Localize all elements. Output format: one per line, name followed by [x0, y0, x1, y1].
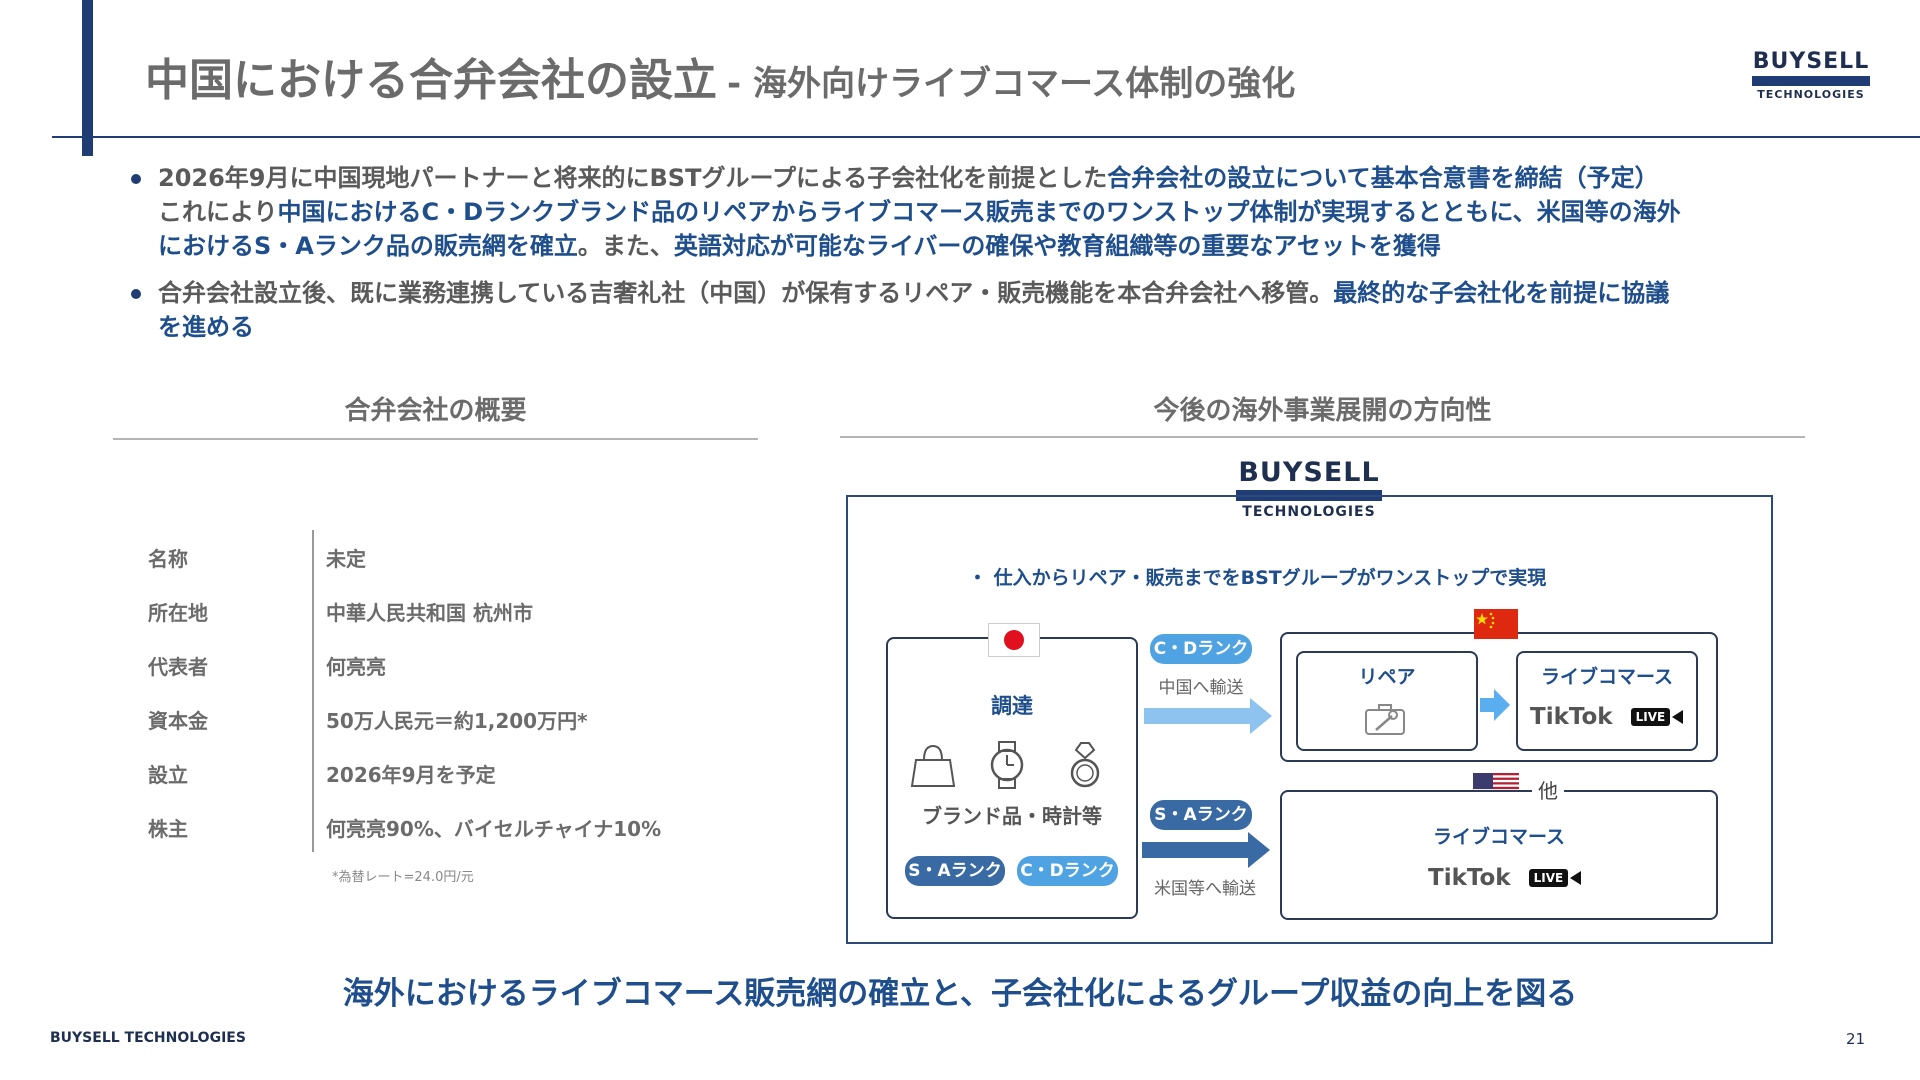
page-subtitle: - 海外向けライブコマース体制の強化	[727, 64, 1296, 104]
bullet-1-text: これにより	[158, 198, 278, 226]
ship-to-us-caption: 米国等へ輸送	[1154, 879, 1256, 899]
footer-brand: BUYSELL TECHNOLOGIES	[50, 1030, 246, 1046]
flow-arrow-icon	[1480, 689, 1510, 721]
jv-overview-heading: 合弁会社の概要	[344, 396, 527, 426]
bullet-1-text: 。また、	[577, 232, 674, 260]
live-icon: LIVE	[1630, 708, 1684, 726]
table-value-established: 2026年9月を予定	[326, 763, 496, 787]
table-label-established: 設立	[148, 763, 188, 787]
ring-icon	[1070, 742, 1100, 788]
bullet-dot	[131, 289, 141, 299]
table-label-name: 名称	[148, 547, 188, 571]
jv-overview-rule	[113, 438, 758, 440]
sa-rank-pill: S・Aランク	[905, 856, 1005, 886]
table-value-representative: 何亮亮	[326, 655, 386, 679]
company-logo: BUYSELL TECHNOLOGIES	[1752, 50, 1870, 101]
live-badge: LIVE	[1630, 708, 1671, 726]
table-value-location: 中華人民共和国 杭州市	[326, 601, 533, 625]
bullet-1-text: 2026年9月に中国現地パートナーと将来的にBSTグループによる子会社化を前提と…	[158, 164, 1108, 192]
table-label-shareholders: 株主	[148, 817, 188, 841]
page-number: 21	[1846, 1030, 1866, 1048]
us-tiktok-live: TikTok LIVE	[1428, 865, 1582, 891]
arrow-to-china-icon	[1144, 698, 1272, 734]
handbag-icon	[910, 744, 956, 787]
sa-rank-arrow-pill: S・Aランク	[1150, 800, 1252, 830]
live-triangle	[1672, 710, 1684, 724]
logo-subtext: TECHNOLOGIES	[1242, 504, 1376, 520]
conclusion-statement: 海外におけるライブコマース販売網の確立と、子会社化によるグループ収益の向上を図る	[342, 976, 1578, 1012]
watch-icon	[990, 741, 1024, 789]
bullet-1-highlight: におけるS・Aランク品の販売網を確立	[158, 232, 578, 260]
logo-wordmark: BUYSELL	[1238, 457, 1380, 488]
header-accent-bar	[82, 0, 93, 156]
exchange-rate-note: *為替レート=24.0円/元	[332, 870, 474, 885]
us-live-commerce-label: ライブコマース	[1432, 826, 1566, 848]
ship-to-china-caption: 中国へ輸送	[1158, 678, 1244, 698]
bullet-2-highlight: を進める	[158, 313, 254, 341]
repair-tools-icon	[1365, 704, 1405, 735]
bullet-1-highlight: 合弁会社の設立について基本合意書を締結（予定）	[1107, 164, 1659, 192]
live-triangle	[1570, 871, 1582, 885]
header-divider	[52, 136, 1920, 138]
repair-label: リペア	[1358, 666, 1416, 688]
china-tiktok-live: TikTok LIVE	[1530, 704, 1684, 730]
us-box	[1280, 790, 1718, 920]
logo-bar	[1752, 76, 1870, 86]
bullet-dot	[131, 174, 141, 184]
table-value-shareholders: 何亮亮90%、バイセルチャイナ10%	[326, 817, 662, 841]
procurement-caption: ブランド品・時計等	[922, 804, 1102, 828]
logo-wordmark: BUYSELL	[1752, 49, 1870, 74]
bullet-2-text: 合弁会社設立後、既に業務連携している吉奢礼社（中国）が保有するリペア・販売機能を…	[158, 279, 1334, 307]
live-icon: LIVE	[1528, 869, 1582, 887]
procurement-title: 調達	[991, 694, 1033, 718]
china-live-commerce-box	[1516, 651, 1698, 751]
bullet-1-highlight: 中国におけるC・Dランクブランド品のリペアからライブコマース販売までのワンストッ…	[277, 198, 1681, 226]
page-title: 中国における合弁会社の設立- 海外向けライブコマース体制の強化	[145, 55, 1296, 106]
others-label: 他	[1532, 775, 1564, 804]
bullet-1-highlight: 英語対応が可能なライバーの確保や教育組織等の重要なアセットを獲得	[673, 232, 1441, 260]
table-label-capital: 資本金	[148, 709, 208, 733]
table-value-capital: 50万人民元＝約1,200万円*	[326, 709, 588, 733]
logo-subtext: TECHNOLOGIES	[1757, 88, 1865, 101]
table-label-representative: 代表者	[148, 655, 208, 679]
live-badge: LIVE	[1528, 869, 1569, 887]
table-divider	[312, 530, 314, 852]
cd-rank-arrow-pill: C・Dランク	[1150, 634, 1252, 664]
diagram-frame	[846, 495, 1773, 944]
china-live-commerce-label: ライブコマース	[1540, 666, 1674, 688]
overseas-direction-heading: 今後の海外事業展開の方向性	[1153, 396, 1492, 426]
china-flag-icon	[1474, 609, 1518, 639]
tiktok-label: TikTok	[1530, 704, 1613, 730]
bullet-1: 2026年9月に中国現地パートナーと将来的にBSTグループによる子会社化を前提と…	[158, 161, 1818, 263]
table-label-location: 所在地	[148, 601, 208, 625]
japan-flag-icon	[988, 623, 1040, 657]
cd-rank-pill: C・Dランク	[1017, 856, 1118, 886]
table-value-name: 未定	[326, 547, 366, 571]
tiktok-label: TikTok	[1428, 865, 1511, 891]
arrow-to-us-icon	[1142, 832, 1270, 868]
bullet-2-highlight: 最終的な子会社化を前提に協議	[1333, 279, 1670, 307]
bullet-2: 合弁会社設立後、既に業務連携している吉奢礼社（中国）が保有するリペア・販売機能を…	[158, 276, 1818, 344]
overseas-direction-rule	[840, 436, 1805, 438]
diagram-bullet: ・ 仕入からリペア・販売までをBSTグループがワンストップで実現	[968, 567, 1547, 589]
